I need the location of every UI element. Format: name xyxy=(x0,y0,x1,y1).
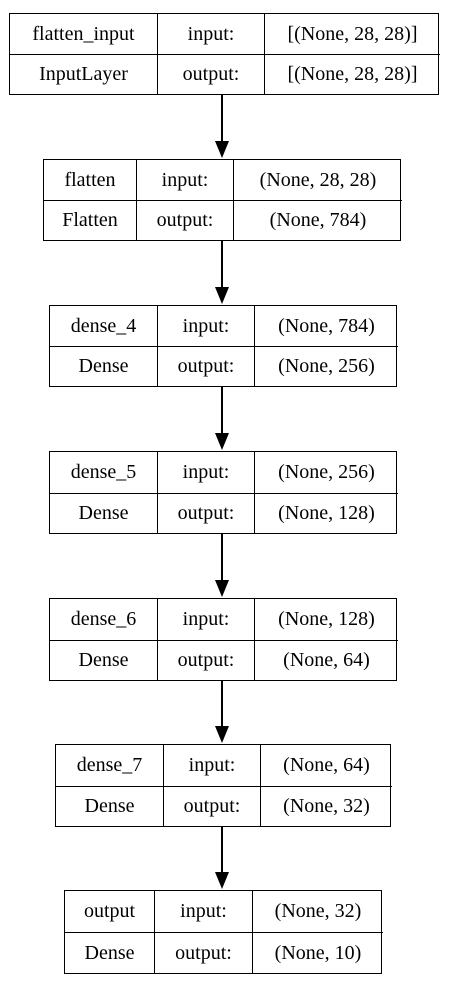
input-label: input: xyxy=(157,14,264,54)
arrowhead-icon xyxy=(215,580,229,597)
layer-type: Dense xyxy=(50,346,157,386)
arrowhead-icon xyxy=(215,726,229,743)
input-shape: (None, 128) xyxy=(254,599,398,640)
input-shape: [(None, 28, 28)] xyxy=(264,14,440,54)
input-label: input: xyxy=(136,160,233,200)
edge-flatten_input-to-flatten xyxy=(215,95,229,158)
edge-dense_4-to-dense_5 xyxy=(215,387,229,450)
input-label: input: xyxy=(157,452,254,493)
arrowhead-icon xyxy=(215,141,229,158)
edge-dense_5-to-dense_6 xyxy=(215,534,229,597)
output-label: output: xyxy=(154,932,252,973)
input-shape: (None, 32) xyxy=(252,891,383,932)
layer-node-output: output input: (None, 32) Dense output: (… xyxy=(64,890,383,974)
layer-type: Dense xyxy=(56,785,163,827)
input-shape: (None, 64) xyxy=(260,745,392,786)
output-shape: (None, 256) xyxy=(254,346,398,386)
layer-type: Dense xyxy=(50,492,157,534)
layer-type: Dense xyxy=(50,639,157,681)
arrowhead-icon xyxy=(215,872,229,889)
input-label: input: xyxy=(154,891,252,932)
layer-name: output xyxy=(83,900,136,922)
input-shape: (None, 256) xyxy=(254,452,398,493)
layer-type: InputLayer xyxy=(10,54,157,94)
arrowhead-icon xyxy=(215,287,229,304)
output-shape: (None, 128) xyxy=(254,492,398,533)
output-label: output: xyxy=(157,346,254,386)
input-label: input: xyxy=(163,745,260,786)
output-label: output: xyxy=(136,200,233,240)
layer-name: flatten xyxy=(64,168,116,191)
output-label: output: xyxy=(157,54,264,94)
layer-node-flatten: flatten input: (None, 28, 28) Flatten ou… xyxy=(43,159,402,241)
layer-node-dense_5: dense_5 input: (None, 256) Dense output:… xyxy=(49,451,398,534)
layer-node-dense_7: dense_7 input: (None, 64) Dense output: … xyxy=(55,744,392,827)
layer-node-flatten_input: flatten_input input: [(None, 28, 28)] In… xyxy=(9,13,440,95)
layer-node-dense_6: dense_6 input: (None, 128) Dense output:… xyxy=(49,598,398,681)
layer-name: dense_5 xyxy=(70,460,137,483)
input-label: input: xyxy=(157,306,254,346)
edge-flatten-to-dense_4 xyxy=(215,241,229,304)
edge-dense_7-to-output xyxy=(215,827,229,889)
layer-type: Dense xyxy=(65,932,154,973)
layer-name: flatten_input xyxy=(32,22,135,45)
output-shape: (None, 64) xyxy=(254,639,398,680)
arrowhead-icon xyxy=(215,433,229,450)
input-label: input: xyxy=(157,599,254,640)
output-shape: [(None, 28, 28)] xyxy=(264,54,440,94)
output-label: output: xyxy=(157,492,254,533)
input-shape: (None, 28, 28) xyxy=(233,160,402,200)
output-shape: (None, 10) xyxy=(252,932,383,973)
input-shape: (None, 784) xyxy=(254,306,398,346)
layer-name: dense_4 xyxy=(70,314,137,337)
output-label: output: xyxy=(157,639,254,680)
layer-name: dense_6 xyxy=(70,607,137,630)
layer-type: Flatten xyxy=(44,200,136,240)
layer-name: dense_7 xyxy=(76,753,143,776)
layer-node-dense_4: dense_4 input: (None, 784) Dense output:… xyxy=(49,305,398,387)
output-shape: (None, 784) xyxy=(233,200,402,240)
output-label: output: xyxy=(163,785,260,826)
output-shape: (None, 32) xyxy=(260,785,392,826)
edge-dense_6-to-dense_7 xyxy=(215,681,229,743)
